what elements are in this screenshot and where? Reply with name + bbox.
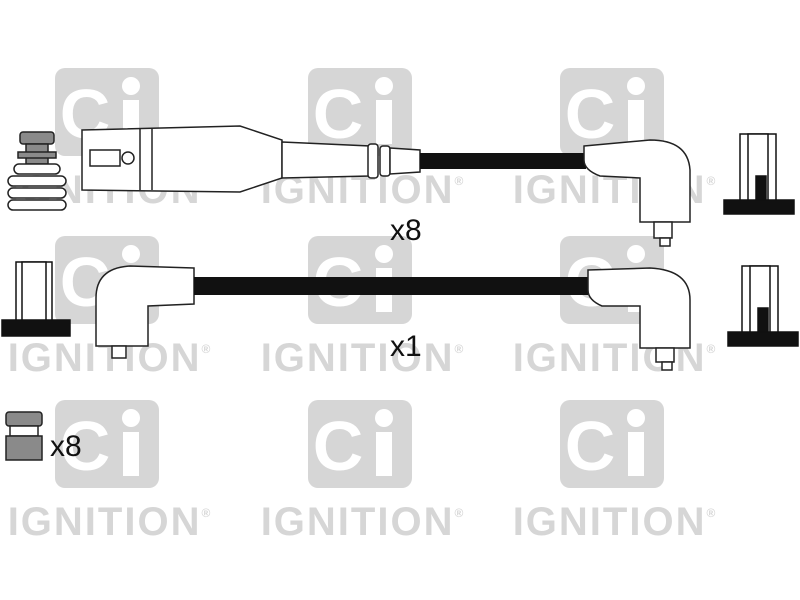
ci-logo-icon: C [55, 400, 159, 488]
ci-logo-icon: C [560, 68, 664, 156]
angled-coil-connector [95, 265, 195, 359]
svg-text:C: C [565, 75, 616, 153]
svg-text:C: C [313, 407, 364, 485]
watermark-tile: C IGNITION® [0, 400, 220, 560]
angled-distributor-connector [583, 139, 691, 247]
watermark-word: IGNITION® [260, 336, 466, 380]
ci-logo-icon: C [308, 400, 412, 488]
watermark-tile: C IGNITION® [253, 400, 473, 560]
ci-logo-icon: C [308, 68, 412, 156]
svg-text:C: C [60, 407, 111, 485]
boot-quantity-label: x8 [50, 430, 82, 463]
coil-terminal-icon [1, 261, 71, 337]
watermark-word: IGNITION® [260, 500, 466, 544]
watermark-tile: C IGNITION® [253, 68, 473, 228]
watermark-tile: C IGNITION® [505, 400, 725, 560]
svg-text:C: C [565, 407, 616, 485]
ci-logo-icon: C [560, 400, 664, 488]
angled-distributor-connector [587, 267, 691, 371]
watermark-word: IGNITION® [7, 500, 213, 544]
spark-plug-terminal-icon [7, 131, 67, 211]
distributor-terminal-icon [723, 133, 795, 215]
svg-text:C: C [313, 75, 364, 153]
distributor-terminal-icon [727, 265, 799, 347]
straight-plug-boot [81, 125, 421, 193]
lead-wire [420, 153, 586, 169]
lead-wire [194, 277, 588, 295]
cap-leads-quantity-label: x8 [390, 214, 422, 247]
coil-lead-quantity-label: x1 [390, 330, 422, 363]
small-boot-icon [5, 411, 43, 461]
watermark-word: IGNITION® [512, 500, 718, 544]
